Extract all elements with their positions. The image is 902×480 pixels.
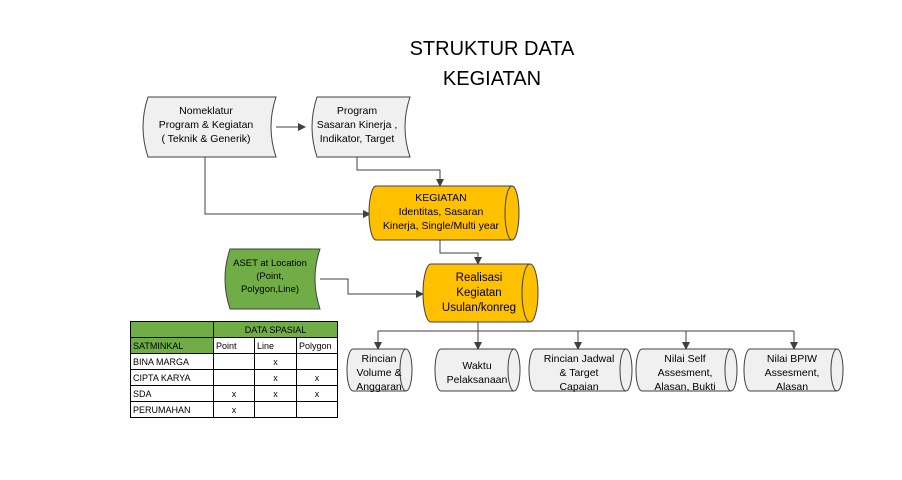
row-name: PERUMAHAN: [130, 401, 214, 418]
cell-line: x: [254, 353, 297, 370]
cell-polygon: [296, 401, 338, 418]
rincian-jadwal-cylinder: [528, 348, 633, 392]
cell-point: x: [213, 401, 255, 418]
cell-polygon: x: [296, 369, 338, 386]
table-column-header-row: SATMINKAL Point Line Polygon: [130, 337, 338, 354]
table-corner-cell: [130, 321, 214, 338]
row-name: SDA: [130, 385, 214, 402]
aset-shape: [224, 248, 321, 310]
aset-label: ASET at Location(Point,Polygon,Line): [233, 258, 307, 295]
cell-point: x: [213, 385, 255, 402]
column-header-line: Line: [254, 337, 297, 354]
table-group-header-row: DATA SPASIAL: [130, 321, 338, 338]
table-row: PERUMAHAN x: [130, 401, 338, 418]
arrow-program-to-kegiatan: [356, 157, 444, 187]
diagram-title-line-2: KEGIATAN: [442, 68, 542, 90]
column-header-point: Point: [213, 337, 255, 354]
kegiatan-cylinder: [368, 185, 520, 241]
arrow-nomeklatur-to-kegiatan: [204, 157, 371, 218]
realisasi-cylinder: [422, 263, 539, 323]
cell-polygon: x: [296, 385, 338, 402]
row-name: CIPTA KARYA: [130, 369, 214, 386]
table-row: CIPTA KARYA x x: [130, 369, 338, 386]
nilai-self-cylinder: [635, 348, 738, 392]
nilai-bpiw-cylinder: [743, 348, 844, 392]
cell-line: [254, 401, 297, 418]
arrow-kegiatan-to-realisasi: [439, 240, 482, 265]
arrow-aset-to-realisasi: [320, 278, 424, 298]
rincian-volume-cylinder: [346, 348, 413, 392]
program-shape: [311, 96, 411, 158]
cell-point: [213, 369, 255, 386]
satminkal-header: SATMINKAL: [130, 337, 214, 354]
cell-line: x: [254, 385, 297, 402]
connectors: [204, 123, 798, 350]
table-row: BINA MARGA x: [130, 353, 338, 370]
cell-line: x: [254, 369, 297, 386]
waktu-cylinder: [434, 348, 521, 392]
cell-polygon: [296, 353, 338, 370]
diagram-title-line-1: STRUKTUR DATA: [409, 38, 575, 60]
nomeklatur-shape: [142, 96, 277, 158]
table-row: SDA x x x: [130, 385, 338, 402]
satminkal-spatial-table: DATA SPASIAL SATMINKAL Point Line Polygo…: [130, 321, 338, 418]
data-spasial-header: DATA SPASIAL: [213, 321, 338, 338]
column-header-polygon: Polygon: [296, 337, 338, 354]
cell-point: [213, 353, 255, 370]
row-name: BINA MARGA: [130, 353, 214, 370]
